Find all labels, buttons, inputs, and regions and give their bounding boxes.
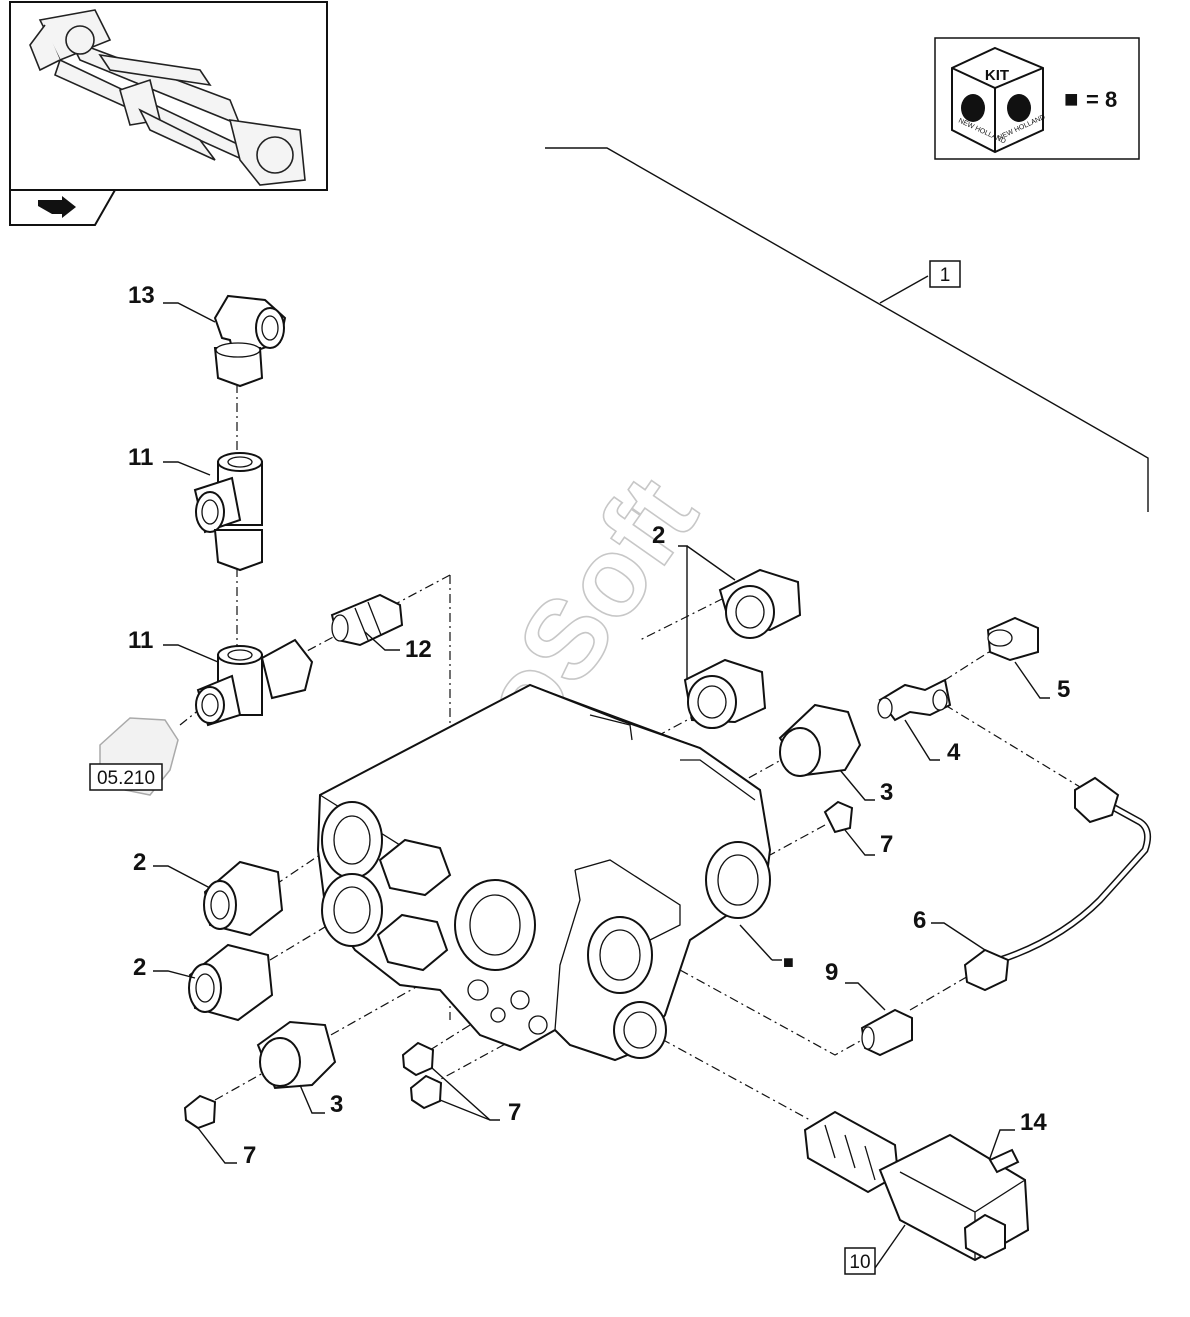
overview-thumbnail[interactable] (9, 1, 328, 191)
callout-ref-05210[interactable]: 05.210 (97, 768, 155, 789)
label-part-3-right[interactable]: 3 (880, 779, 893, 806)
kit-title: KIT (985, 67, 1009, 84)
connector-12[interactable] (330, 593, 404, 647)
next-page-button[interactable] (9, 189, 117, 226)
elbow-fitting-13[interactable] (213, 294, 287, 388)
next-page-arrow-icon (38, 196, 76, 218)
label-part-11-lower[interactable]: 11 (128, 627, 153, 654)
label-part-2-left-lower[interactable]: 2 (133, 954, 146, 981)
adapter-2-upper-right[interactable] (718, 568, 802, 639)
kit-legend-box: KIT NEW HOLLAND NEW HOLLAND ■ = 8 (934, 37, 1140, 160)
axle-overview-image (29, 9, 306, 186)
label-part-7-left[interactable]: 7 (243, 1142, 256, 1169)
plug-3-right[interactable] (778, 703, 862, 777)
label-part-14[interactable]: 14 (1020, 1109, 1047, 1136)
nut-5[interactable] (986, 616, 1039, 662)
callout-assembly-1[interactable]: 1 (940, 265, 951, 286)
kit-marker-callout: ■ (783, 952, 794, 972)
label-part-7-right[interactable]: 7 (880, 831, 893, 858)
kit-legend-text: = 8 (1086, 87, 1117, 112)
label-part-12[interactable]: 12 (405, 636, 432, 663)
label-part-3-left[interactable]: 3 (330, 1091, 343, 1118)
tee-fitting-11-upper[interactable] (193, 452, 263, 572)
tee-fitting-4[interactable] (877, 678, 952, 722)
kit-legend-symbol: ■ (1064, 86, 1079, 113)
kit-cube-icon: KIT NEW HOLLAND NEW HOLLAND (951, 46, 1046, 154)
label-part-4[interactable]: 4 (947, 739, 961, 766)
leader-lines (153, 302, 1050, 1164)
label-part-9[interactable]: 9 (825, 959, 838, 986)
plug-3-left[interactable] (256, 1020, 337, 1090)
label-part-13[interactable]: 13 (128, 282, 155, 309)
plug-7-left[interactable] (183, 1094, 217, 1130)
label-part-5[interactable]: 5 (1057, 676, 1070, 703)
adapter-2-left-lower[interactable] (188, 943, 274, 1022)
tee-fitting-11-lower[interactable] (195, 638, 314, 727)
brand-leaf-right-icon (1007, 94, 1031, 122)
brand-leaf-left-icon (961, 94, 985, 122)
label-part-2-left-upper[interactable]: 2 (133, 849, 146, 876)
assembly-bracket: 1 (545, 147, 1149, 512)
plug-7-center-lower[interactable] (409, 1074, 443, 1110)
connector-9[interactable] (860, 1008, 913, 1057)
plug-7-right[interactable] (823, 800, 854, 834)
label-part-11-upper[interactable]: 11 (128, 444, 153, 471)
pipe-6[interactable] (963, 776, 1152, 992)
adapter-2-lower-right[interactable] (683, 658, 767, 729)
solenoid-valve-14[interactable] (803, 1110, 1030, 1262)
callout-solenoid-10[interactable]: 10 (849, 1252, 870, 1273)
label-part-6[interactable]: 6 (913, 907, 926, 934)
adapter-2-left-upper[interactable] (203, 860, 284, 937)
plug-7-center-upper[interactable] (401, 1041, 435, 1077)
label-part-7-center[interactable]: 7 (508, 1099, 521, 1126)
part-labels: 13 11 11 12 2 5 4 3 7 6 9 2 2 3 7 7 14 (128, 282, 1070, 1169)
valve-body[interactable] (316, 683, 772, 1062)
label-part-2-right[interactable]: 2 (652, 522, 665, 549)
